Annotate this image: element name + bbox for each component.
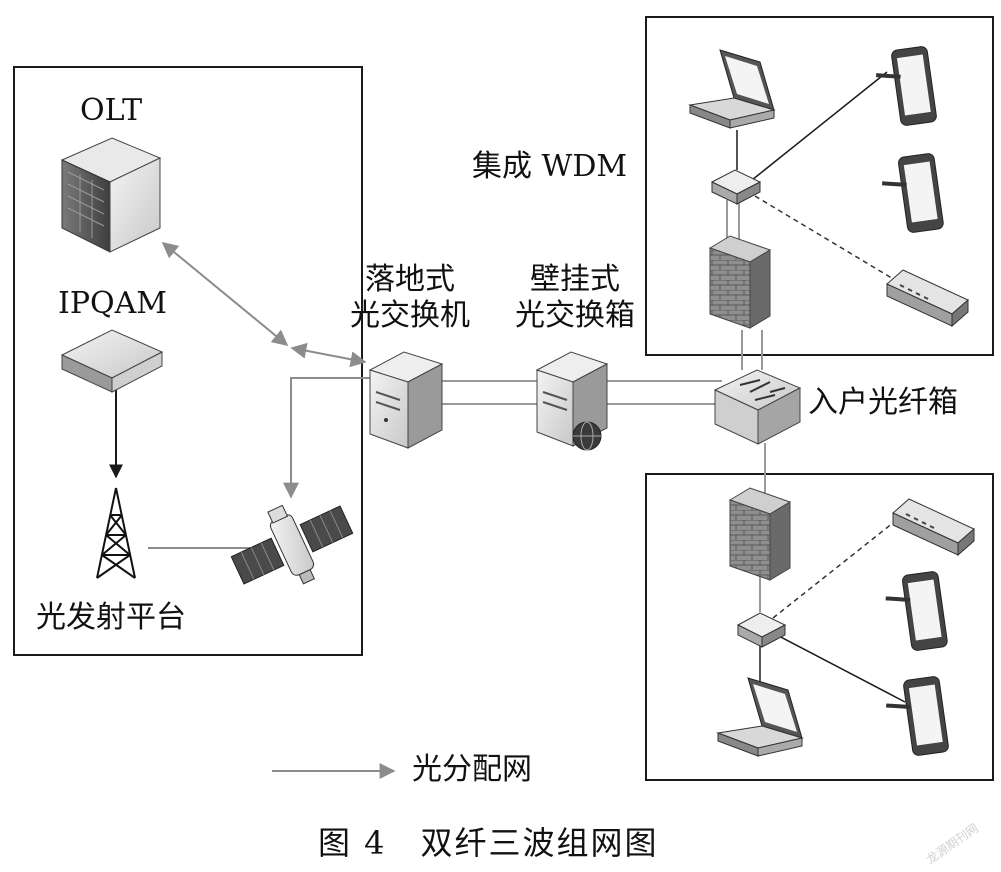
optical-tx-platform-label: 光发射平台 bbox=[36, 600, 186, 635]
olt-icon bbox=[60, 137, 162, 253]
legend-odn-label: 光分配网 bbox=[412, 752, 532, 787]
wall-box-icon bbox=[535, 351, 609, 451]
home-fiber-box-label: 入户光纤箱 bbox=[808, 385, 958, 420]
floor-switch-label: 落地式 光交换机 bbox=[340, 262, 480, 334]
satellite-icon bbox=[230, 504, 354, 585]
wall-box-label-line1: 壁挂式 bbox=[530, 262, 620, 297]
upper-tablet-2-icon bbox=[882, 153, 944, 233]
lower-wdm-stb-link bbox=[772, 514, 904, 619]
wall-box-label: 壁挂式 光交换箱 bbox=[505, 262, 645, 334]
lower-tablet-2-icon bbox=[886, 676, 949, 756]
wall-box-label-line2: 光交换箱 bbox=[515, 298, 635, 333]
upper-firewall-icon bbox=[708, 235, 772, 329]
lower-laptop-icon bbox=[716, 677, 804, 757]
integrated-wdm-label: 集成 WDM bbox=[472, 149, 628, 184]
home-fiber-box-icon bbox=[713, 369, 802, 445]
upper-wdm-tablet-link bbox=[751, 71, 888, 181]
lower-home-frame bbox=[645, 473, 994, 781]
upper-wdm-stb-link bbox=[754, 195, 901, 284]
switch-to-satellite-link bbox=[283, 377, 370, 499]
figure-caption: 图 4 双纤三波组网图 bbox=[318, 824, 659, 862]
olt-switch-link bbox=[290, 342, 367, 368]
ipqam-icon bbox=[60, 329, 164, 393]
olt-link bbox=[161, 241, 289, 347]
upper-home-frame bbox=[645, 16, 994, 356]
floor-switch-icon bbox=[368, 351, 444, 449]
lower-settop-box-icon bbox=[892, 498, 975, 557]
lower-wdm-icon bbox=[736, 612, 787, 648]
lower-firewall-icon bbox=[728, 487, 792, 581]
upper-wdm-icon bbox=[710, 169, 762, 205]
ipqam-label: IPQAM bbox=[58, 286, 168, 321]
lower-wdm-tablet-link bbox=[774, 633, 906, 703]
upper-settop-box-icon bbox=[886, 269, 969, 328]
olt-label: OLT bbox=[80, 93, 143, 128]
upper-laptop-icon bbox=[688, 49, 776, 129]
lower-tablet-1-icon bbox=[885, 571, 948, 651]
upper-tablet-1-icon bbox=[875, 46, 937, 126]
transmitter-tower-icon bbox=[96, 487, 136, 579]
floor-switch-label-line1: 落地式 bbox=[365, 262, 455, 297]
floor-switch-label-line2: 光交换机 bbox=[350, 298, 470, 333]
